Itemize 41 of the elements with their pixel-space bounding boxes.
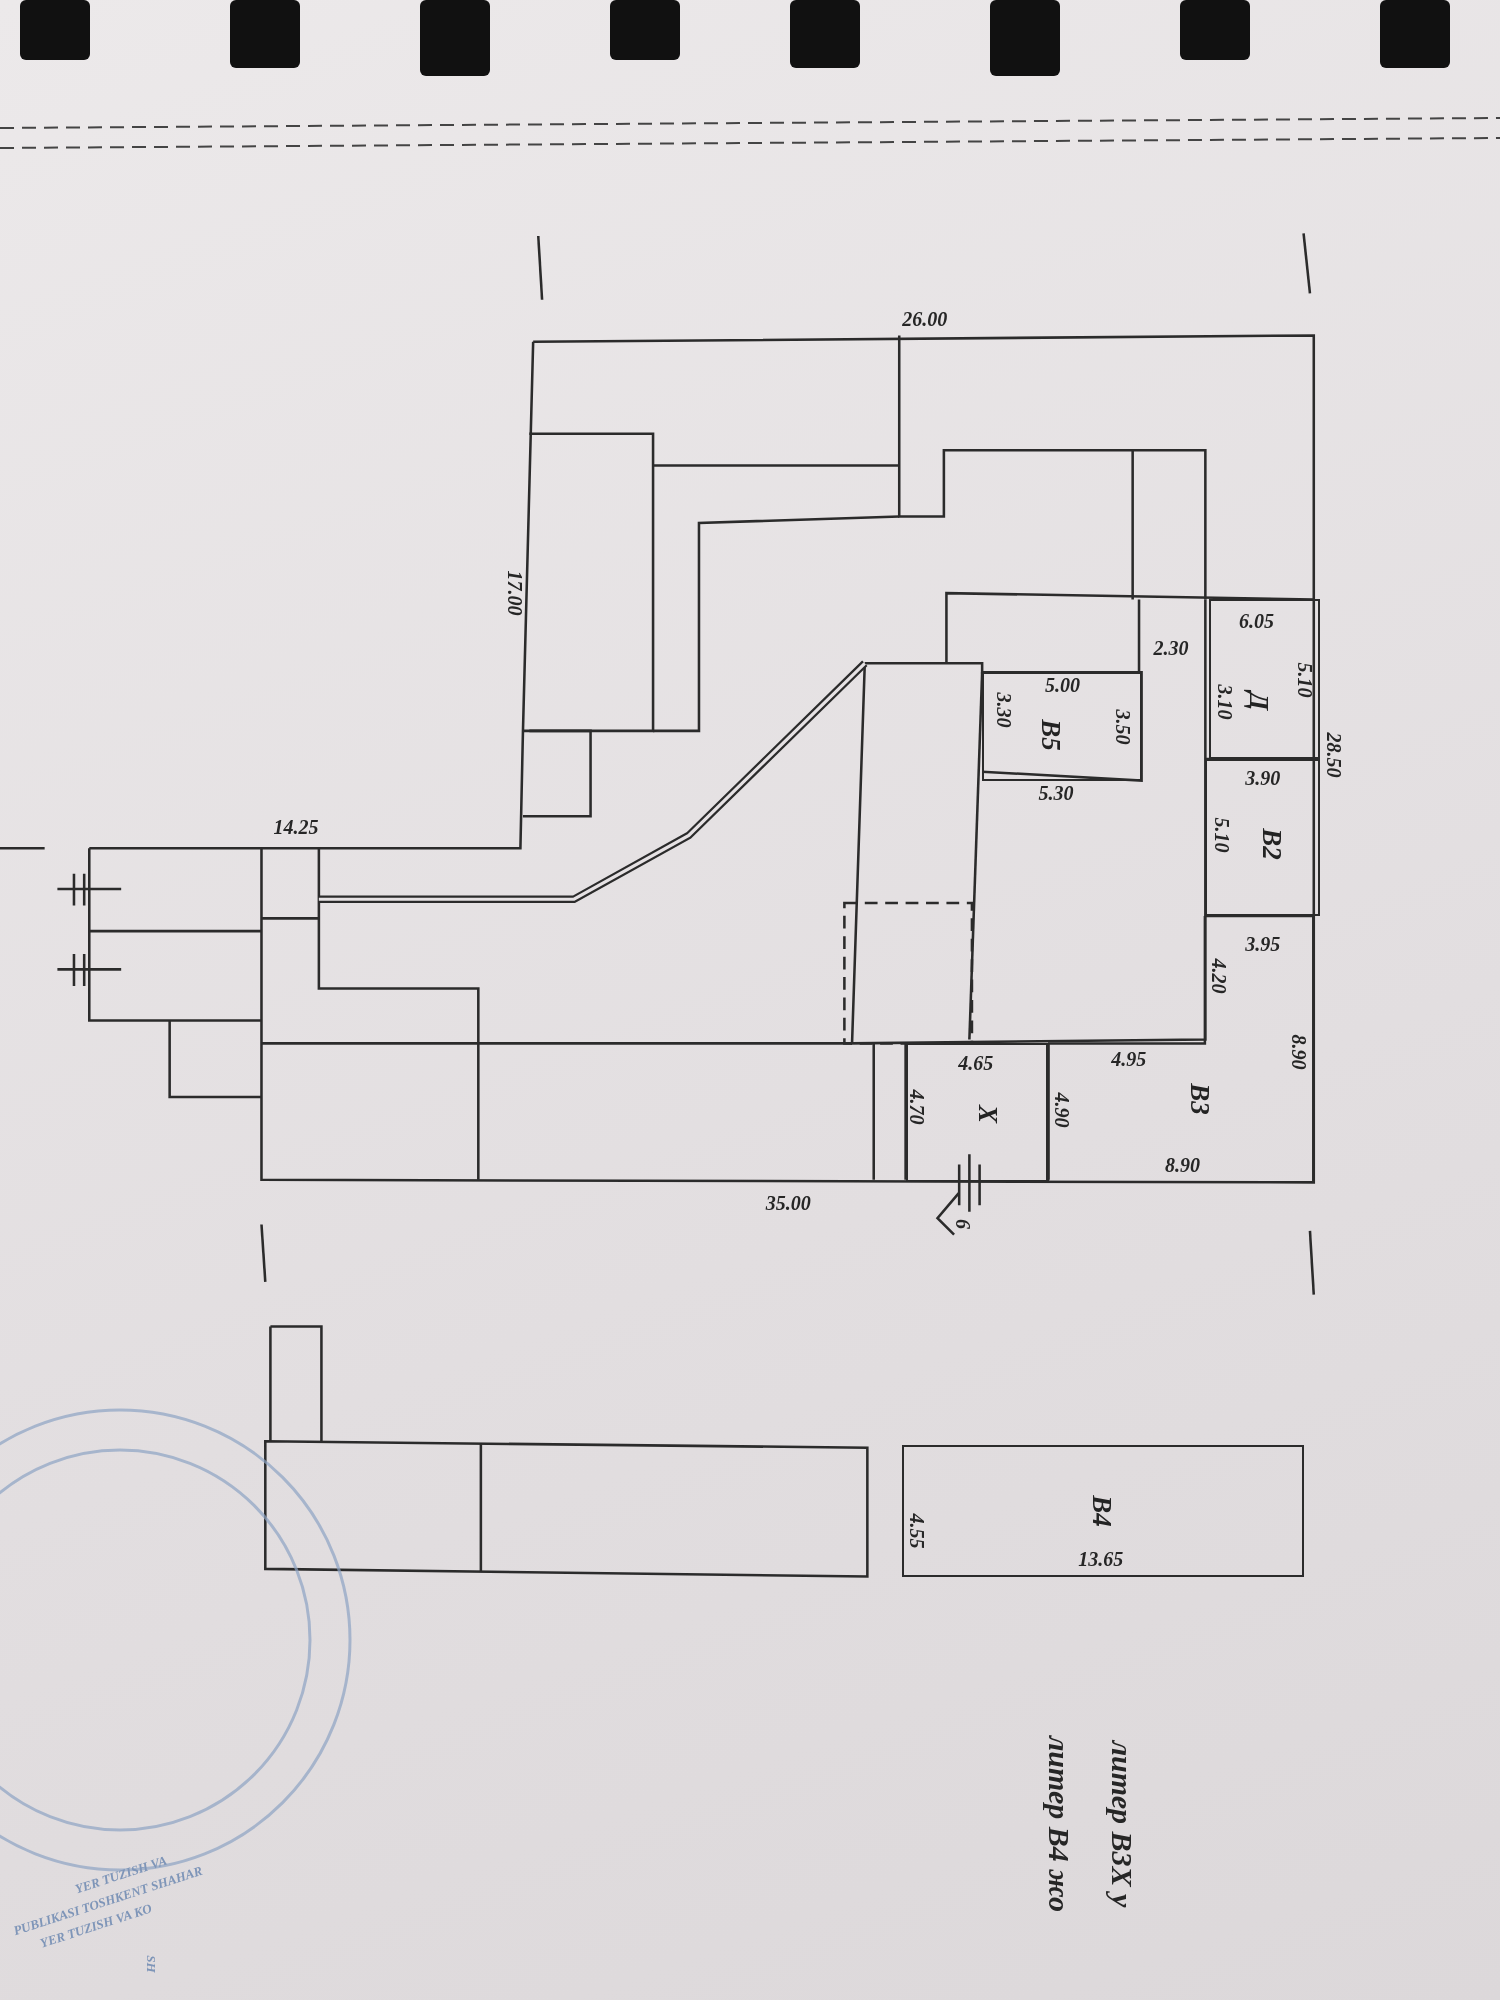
room-name: В3 — [1183, 1083, 1215, 1116]
dimension-label: 3.30 — [991, 692, 1015, 728]
dimension-label: 4.20 — [1206, 958, 1230, 994]
room-outline — [1205, 758, 1321, 916]
dimension-label: 2.30 — [1153, 636, 1189, 660]
dimension-label: 4.90 — [1049, 1092, 1073, 1128]
dimension-label: 35.00 — [765, 1191, 811, 1215]
dimension-label: 17.00 — [502, 570, 526, 616]
dimension-label: 3.50 — [1110, 709, 1134, 745]
dimension-label: 8.90 — [1286, 1034, 1310, 1070]
dimension-label: 26.00 — [902, 307, 948, 331]
room-name: Д — [1242, 691, 1274, 711]
dimension-label: 5.10 — [1209, 817, 1233, 853]
dimension-label: 4.65 — [958, 1051, 994, 1074]
room-outline — [1048, 915, 1314, 1183]
dimension-label: 3.95 — [1245, 932, 1281, 956]
note-text: литер В3Х у — [1105, 1740, 1140, 1908]
dimension-label: 4.95 — [1111, 1047, 1147, 1071]
dimension-label: 4.55 — [904, 1513, 928, 1549]
dimension-label: 5.10 — [1292, 662, 1316, 698]
room-name: В5 — [1034, 719, 1066, 752]
note-text: литер В4 жо — [1041, 1735, 1076, 1913]
dimension-label: 4.70 — [904, 1089, 928, 1125]
room-outline — [982, 672, 1142, 781]
stamp-text: SH — [142, 1955, 159, 1973]
dimension-label: 13.65 — [1078, 1547, 1124, 1571]
room-outline — [1209, 599, 1321, 759]
dimension-label: 28.50 — [1321, 732, 1345, 778]
dimension-label: 8.90 — [1164, 1153, 1200, 1177]
room-name: В4 — [1086, 1495, 1117, 1527]
room-outline — [905, 1043, 1049, 1183]
room-name: В2 — [1255, 828, 1287, 860]
dimension-label: 5.00 — [1045, 673, 1080, 697]
dimension-label: 6.05 — [1238, 609, 1274, 633]
room-outline — [901, 1445, 1304, 1577]
dimension-label: 5.30 — [1038, 781, 1074, 805]
room-name: Х — [971, 1105, 1003, 1124]
dimension-label: 3.10 — [1213, 684, 1236, 719]
dimension-label: 3.90 — [1245, 766, 1281, 790]
dimension-label: 6 — [950, 1219, 974, 1230]
dimension-label: 14.25 — [273, 815, 319, 838]
